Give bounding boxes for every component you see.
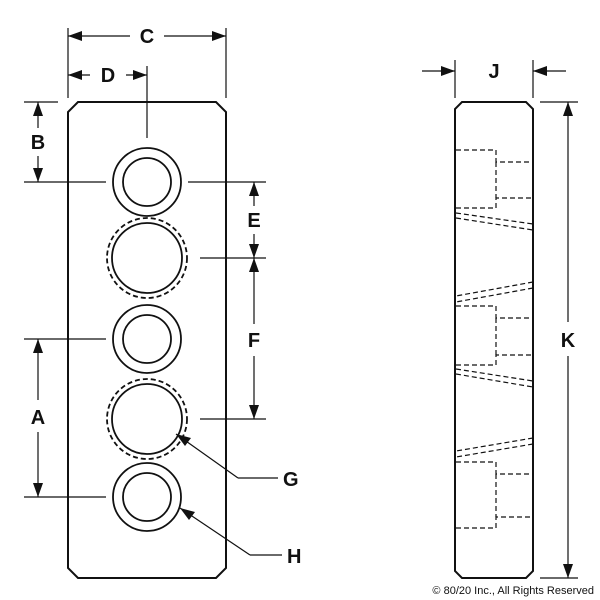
dimension-b: B [24, 101, 106, 183]
callout-h: H [179, 507, 301, 568]
side-view [454, 101, 534, 579]
dimension-e: E [188, 181, 266, 259]
dimension-f: F [200, 258, 266, 420]
side-plate-outline [454, 101, 534, 579]
front-view [67, 101, 227, 579]
dimension-a: A [24, 338, 106, 498]
dimension-label-d: D [101, 65, 115, 87]
hole-4 [106, 378, 188, 460]
dimension-label-b: B [31, 132, 45, 154]
callout-label-g: G [283, 469, 299, 491]
dimension-k: K [540, 101, 578, 579]
front-plate-outline [67, 101, 227, 579]
dimension-label-j: J [488, 61, 499, 83]
dimension-d: D [68, 65, 148, 138]
hole-1 [112, 147, 182, 217]
dimension-label-k: K [561, 330, 576, 352]
dimension-label-f: F [248, 330, 260, 352]
dimension-j: J [422, 60, 566, 98]
dimension-c: C [67, 26, 227, 98]
side-hidden-pocket-2 [456, 305, 533, 366]
side-hidden-taper-2 [455, 368, 534, 458]
callout-label-h: H [287, 546, 301, 568]
hole-3 [112, 304, 182, 374]
hole-2 [106, 217, 188, 299]
dimension-label-a: A [31, 407, 45, 429]
side-hidden-pocket-3 [456, 461, 533, 529]
hole-5 [112, 462, 182, 532]
side-hidden-taper-1 [455, 212, 534, 303]
copyright-notice: © 80/20 Inc., All Rights Reserved [432, 585, 594, 597]
dimension-label-c: C [140, 26, 154, 48]
callout-g: G [175, 433, 299, 491]
dimension-label-e: E [247, 210, 260, 232]
side-hidden-pocket-1 [456, 149, 533, 209]
